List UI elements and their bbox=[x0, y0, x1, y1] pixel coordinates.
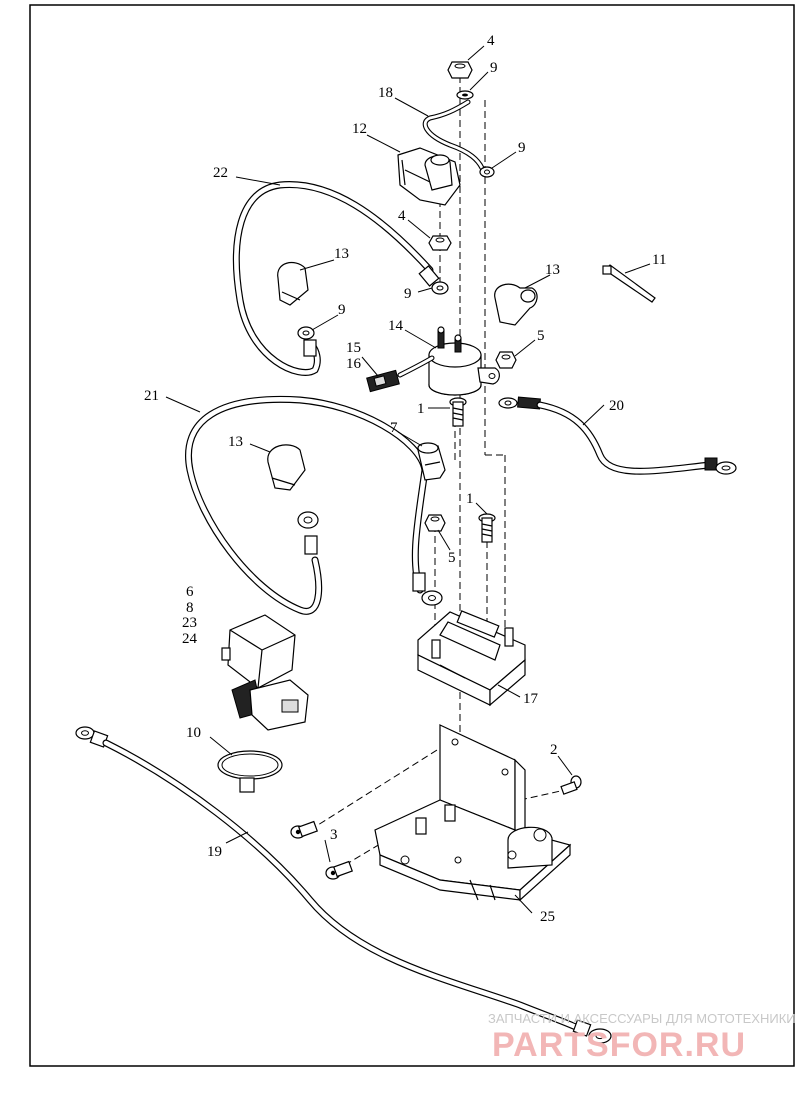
callout-labels: 4 9 18 12 9 22 4 13 13 11 9 9 14 5 15 16… bbox=[144, 33, 666, 925]
cable-21 bbox=[185, 395, 443, 615]
watermark-tagline: ЗАПЧАСТИ И АКСЕССУАРЫ ДЛЯ МОТОТЕХНИКИ bbox=[488, 1011, 796, 1026]
callout-4-top: 4 bbox=[487, 33, 495, 49]
callout-11: 11 bbox=[652, 252, 666, 268]
terminal-boot-lower bbox=[267, 444, 306, 491]
callout-1-lower: 1 bbox=[466, 491, 474, 507]
callout-10: 10 bbox=[186, 725, 201, 741]
callout-12: 12 bbox=[352, 121, 367, 137]
solenoid-cover bbox=[397, 147, 461, 206]
mounting-bracket bbox=[374, 724, 572, 902]
nut-middle bbox=[428, 235, 452, 251]
callout-14: 14 bbox=[388, 318, 404, 334]
screw-2 bbox=[560, 775, 582, 795]
cable-20 bbox=[498, 396, 737, 475]
starter-solenoid bbox=[397, 326, 500, 396]
callout-13-lower: 13 bbox=[228, 434, 243, 450]
callout-4-middle: 4 bbox=[398, 208, 406, 224]
callout-3: 3 bbox=[330, 827, 338, 843]
strap bbox=[217, 750, 283, 793]
callout-15: 15 bbox=[346, 340, 361, 356]
solenoid-connector bbox=[366, 369, 400, 393]
callout-18: 18 bbox=[378, 85, 393, 101]
screw-3-lower bbox=[325, 860, 353, 880]
terminal-boot-right bbox=[494, 283, 538, 326]
callout-8: 8 bbox=[186, 600, 194, 616]
solenoid-mount-block bbox=[417, 610, 526, 707]
watermark: ЗАПЧАСТИ И АКСЕССУАРЫ ДЛЯ МОТОТЕХНИКИ PA… bbox=[488, 1011, 796, 1064]
callout-13-right: 13 bbox=[545, 262, 560, 278]
callout-22: 22 bbox=[213, 165, 228, 181]
bolt-lower bbox=[478, 513, 496, 543]
callout-9-cable22: 9 bbox=[404, 286, 412, 302]
callout-20: 20 bbox=[609, 398, 624, 414]
callout-9-jumper: 9 bbox=[518, 140, 526, 156]
nut-top bbox=[447, 61, 473, 79]
callout-21: 21 bbox=[144, 388, 159, 404]
callout-9-top: 9 bbox=[490, 60, 498, 76]
callout-23: 23 bbox=[182, 615, 197, 631]
callout-24: 24 bbox=[182, 631, 198, 647]
drawing-frame bbox=[29, 4, 795, 1067]
bolt-upper bbox=[449, 397, 467, 427]
relay-assembly bbox=[221, 614, 309, 731]
terminal-cap bbox=[417, 442, 446, 481]
cable-tie bbox=[602, 264, 656, 303]
leader-lines bbox=[165, 45, 651, 914]
callout-5-lower: 5 bbox=[448, 550, 456, 566]
callout-7: 7 bbox=[390, 420, 398, 436]
callout-13-left: 13 bbox=[334, 246, 349, 262]
cable-22 bbox=[232, 181, 449, 376]
callout-16: 16 bbox=[346, 356, 362, 372]
nut-right bbox=[495, 351, 517, 369]
nut-lower bbox=[424, 514, 446, 532]
callout-25: 25 bbox=[540, 909, 555, 925]
ground-cable-19 bbox=[75, 726, 612, 1044]
callout-9-left: 9 bbox=[338, 302, 346, 318]
screw-3-upper bbox=[290, 820, 318, 839]
callout-2: 2 bbox=[550, 742, 558, 758]
callout-19: 19 bbox=[207, 844, 222, 860]
jumper-wire bbox=[422, 99, 495, 178]
washer-top-hole bbox=[462, 93, 468, 97]
callout-6: 6 bbox=[186, 584, 194, 600]
callout-1-upper: 1 bbox=[417, 401, 425, 417]
callout-17: 17 bbox=[523, 691, 539, 707]
callout-5-right: 5 bbox=[537, 328, 545, 344]
terminal-boot-left bbox=[277, 261, 309, 306]
watermark-logo: PARTSFOR.RU bbox=[492, 1026, 746, 1064]
